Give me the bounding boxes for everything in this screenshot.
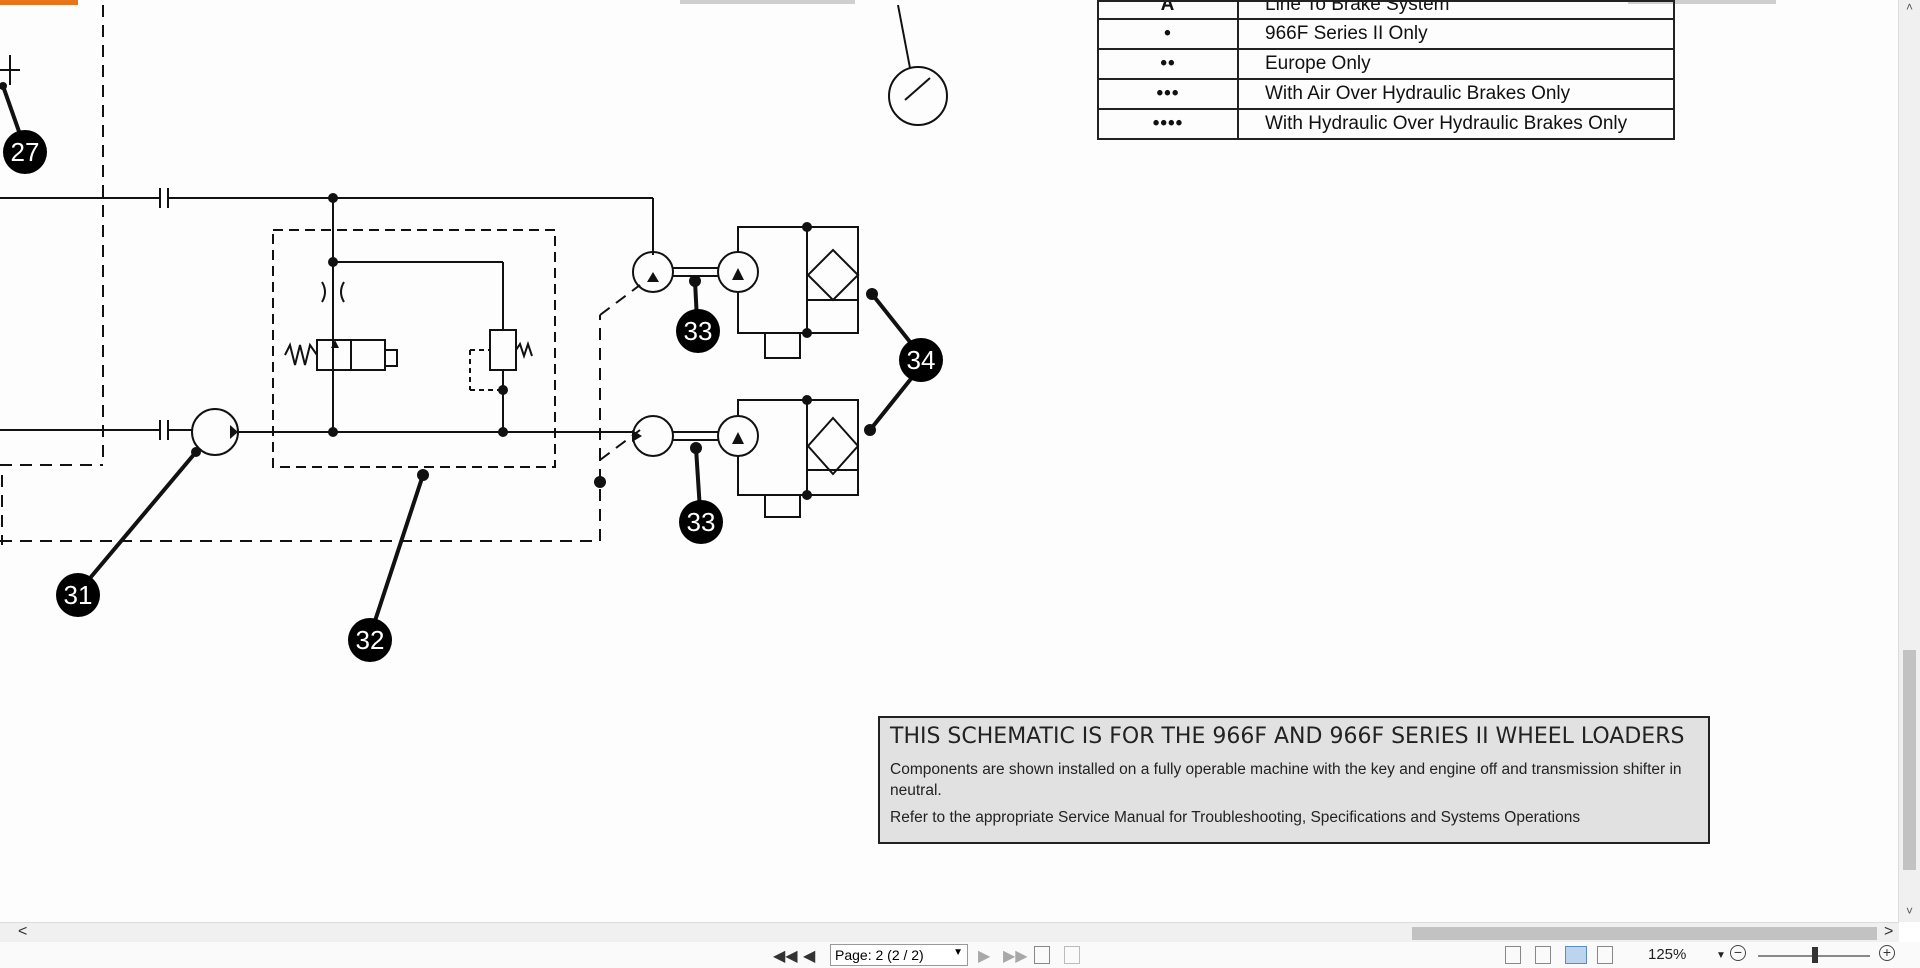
legend-symbol: A: [1097, 0, 1239, 20]
zoom-in-button[interactable]: +: [1879, 945, 1895, 961]
callout-33: 33: [687, 507, 716, 537]
scroll-up-arrow[interactable]: ˄: [1905, 0, 1913, 14]
legend-text: With Air Over Hydraulic Brakes Only: [1237, 78, 1675, 110]
vertical-scrollbar[interactable]: ˄ ˅: [1898, 0, 1920, 922]
legend-text: 966F Series II Only: [1237, 18, 1675, 50]
note-line-2: Refer to the appropriate Service Manual …: [890, 809, 1581, 826]
page-label: Page: 2 (2 / 2): [835, 947, 924, 963]
first-page-button[interactable]: ◀◀: [773, 948, 798, 965]
legend-symbol: ••••: [1097, 108, 1239, 140]
horizontal-scrollbar[interactable]: < >: [0, 922, 1899, 943]
hydraulic-schematic: 27 31 32 33 33 34: [0, 4, 948, 662]
book-view-icon[interactable]: [1597, 946, 1613, 964]
chevron-down-icon[interactable]: ▼: [953, 947, 963, 958]
legend-row: •• Europe Only: [1097, 48, 1675, 80]
previous-page-button[interactable]: ◀: [803, 948, 816, 965]
toolbar-remnant: [1628, 0, 1776, 4]
vertical-scroll-thumb[interactable]: [1903, 650, 1916, 870]
copy-icon[interactable]: [1064, 946, 1080, 964]
zoom-slider-thumb[interactable]: [1812, 947, 1818, 963]
scroll-left-arrow[interactable]: <: [18, 923, 28, 940]
two-page-view-icon[interactable]: [1565, 946, 1587, 964]
single-page-view-icon[interactable]: [1505, 946, 1521, 964]
toolbar-accent-strip: [0, 0, 78, 5]
note-title: THIS SCHEMATIC IS FOR THE 966F AND 966F …: [890, 724, 1685, 749]
zoom-out-button[interactable]: −: [1730, 945, 1746, 961]
next-page-button[interactable]: ▶: [978, 948, 991, 965]
horizontal-scroll-thumb[interactable]: [1412, 927, 1877, 940]
document-viewport[interactable]: 27 31 32 33 33 34 A Line To Brake System…: [0, 0, 1899, 922]
zoom-dropdown-icon[interactable]: ▼: [1716, 950, 1726, 961]
scroll-right-arrow[interactable]: >: [1884, 923, 1894, 940]
legend-text: With Hydraulic Over Hydraulic Brakes Onl…: [1237, 108, 1675, 140]
page-number-field[interactable]: Page: 2 (2 / 2) ▼: [830, 944, 968, 966]
callout-34: 34: [907, 345, 936, 375]
schematic-note-box: THIS SCHEMATIC IS FOR THE 966F AND 966F …: [878, 716, 1710, 844]
continuous-view-icon[interactable]: [1535, 946, 1551, 964]
legend-row: A Line To Brake System: [1097, 0, 1675, 20]
note-line-1: Components are shown installed on a full…: [890, 761, 1682, 799]
legend-text: Europe Only: [1237, 48, 1675, 80]
legend-symbol: ••: [1097, 48, 1239, 80]
callout-33: 33: [684, 316, 713, 346]
legend-symbol: •: [1097, 18, 1239, 50]
callout-32: 32: [356, 625, 385, 655]
scroll-down-arrow[interactable]: ˅: [1905, 904, 1913, 918]
zoom-level[interactable]: 125%: [1648, 946, 1687, 963]
toolbar-remnant: [680, 0, 855, 4]
legend-symbol: •••: [1097, 78, 1239, 110]
callout-27: 27: [11, 137, 40, 167]
status-bar: ◀◀ ◀ Page: 2 (2 / 2) ▼ ▶ ▶▶ 125% ▼ − +: [0, 942, 1920, 968]
last-page-button[interactable]: ▶▶: [1003, 948, 1028, 965]
callout-31: 31: [64, 580, 93, 610]
legend-row: • 966F Series II Only: [1097, 18, 1675, 50]
legend-text: Line To Brake System: [1237, 0, 1675, 20]
legend-row: •••• With Hydraulic Over Hydraulic Brake…: [1097, 108, 1675, 140]
legend-table: A Line To Brake System • 966F Series II …: [1097, 0, 1675, 140]
export-icon[interactable]: [1034, 946, 1050, 964]
legend-row: ••• With Air Over Hydraulic Brakes Only: [1097, 78, 1675, 110]
